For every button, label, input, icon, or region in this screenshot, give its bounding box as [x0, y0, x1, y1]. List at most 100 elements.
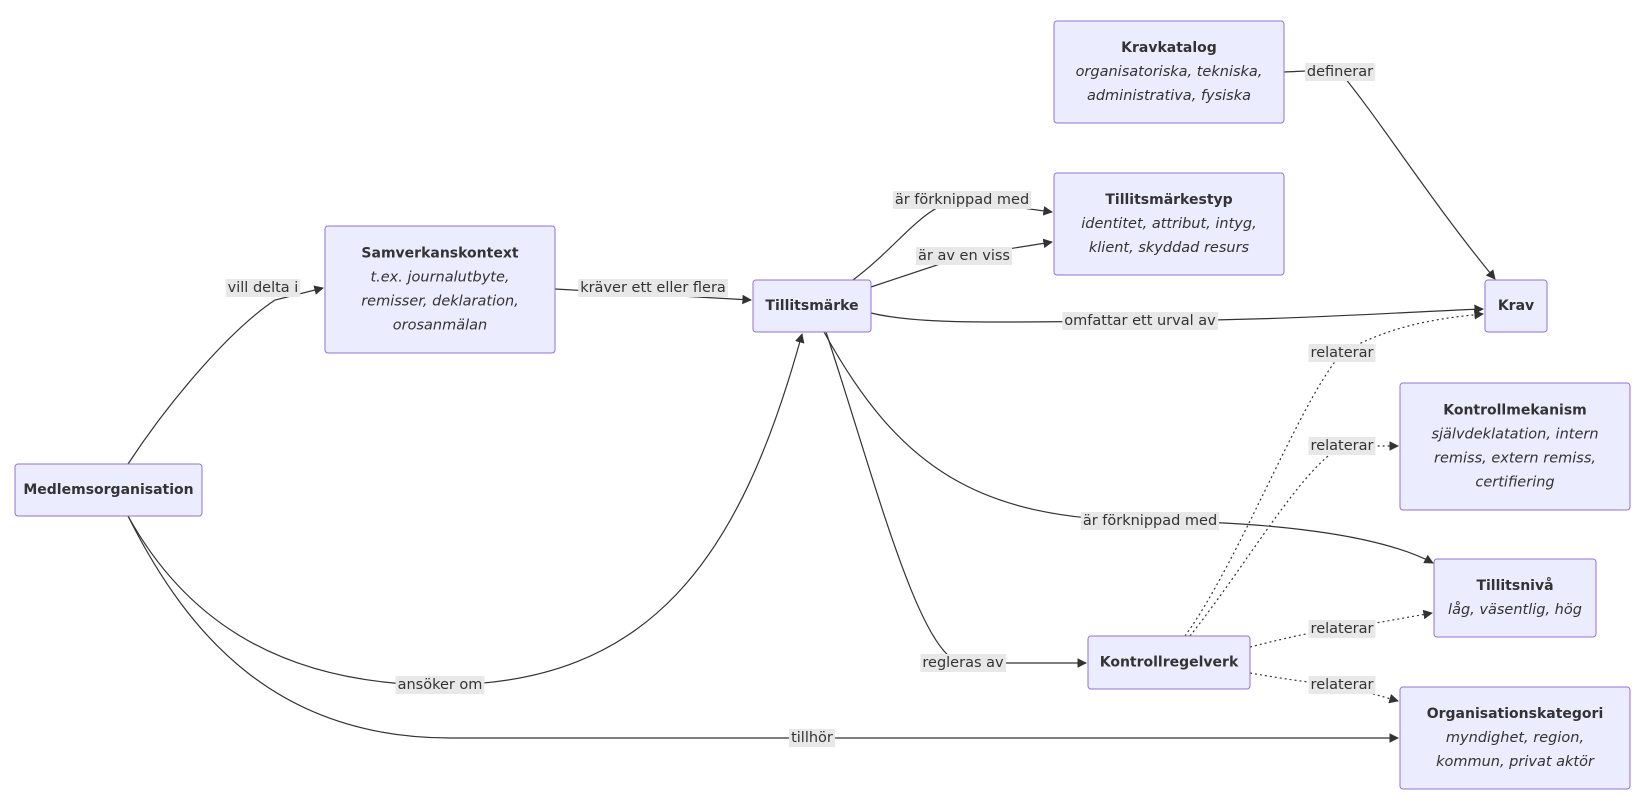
node-kontrollmekanism-subtitle-line: certifiering [1475, 475, 1554, 491]
node-kontrollmekanism-subtitle-line: remiss, extern remiss, [1434, 451, 1596, 467]
e-rel-org-label: relaterar [1308, 676, 1376, 694]
node-orgkategori-subtitle-line: kommun, privat aktör [1436, 754, 1595, 770]
e-rel-krav-label-background [1308, 344, 1376, 362]
node-tillitsniva-subtitle-line: låg, väsentlig, hög [1448, 601, 1582, 618]
e-regleras-label: regleras av [920, 654, 1007, 672]
e-ansoker-line [127, 333, 805, 686]
e-ansoker-label-background [395, 676, 485, 694]
node-kravkatalog: Kravkatalog organisatoriska, tekniska, adm… [1053, 20, 1285, 124]
node-kontrollregelverk: Kontrollregelverk [1087, 635, 1251, 690]
node-kontrollmekanism-subtitle-line: självdeklatation, intern [1431, 427, 1598, 443]
e-av-en-viss-label-text: är av en viss [918, 248, 1010, 264]
e-forknippad-niva-label: är förknippad med [1080, 512, 1220, 530]
node-kravkatalog-title: Kravkatalog [1121, 40, 1217, 56]
e-kraver-label: kräver ett eller flera [578, 279, 728, 297]
node-tillitsmarke-title: Tillitsmärke [765, 298, 858, 314]
node-orgkategori: Organisationskategori myndighet, region, k… [1399, 686, 1631, 790]
e-forknippad-typ-label-background [892, 191, 1032, 209]
e-omfattar-label: omfattar ett urval av [1062, 312, 1219, 330]
e-tillhor-line [127, 515, 1399, 743]
e-forknippad-typ-line [852, 199, 1053, 281]
node-tillitsniva-title: Tillitsnivå [1476, 577, 1553, 594]
node-samverkan: Samverkanskontext t.ex. journalutbyte, rem… [324, 225, 556, 354]
e-rel-org-label-background [1308, 676, 1376, 694]
node-medlem: Medlemsorganisation [14, 463, 203, 517]
e-vill-delta-edge [127, 285, 324, 465]
e-vill-delta-label: vill delta i [225, 279, 301, 297]
node-tillitsmarke-box [752, 279, 872, 333]
node-tillitsmarke: Tillitsmärke [752, 279, 872, 333]
e-definerar-label-text: definerar [1307, 64, 1373, 80]
e-tillhor-label-text: tillhör [791, 730, 833, 746]
e-av-en-viss-label-background [916, 247, 1012, 265]
e-ansoker-label: ansöker om [395, 676, 485, 694]
node-samverkan-title: Samverkanskontext [361, 246, 518, 262]
node-samverkan-subtitle-line: t.ex. journalutbyte, [370, 270, 509, 286]
e-vill-delta-line [127, 285, 324, 465]
e-rel-mekanism-label-text: relaterar [1311, 438, 1374, 454]
e-rel-niva-label-text: relaterar [1311, 621, 1374, 637]
node-krav-box [1484, 279, 1548, 333]
e-regleras-edge [825, 331, 1087, 668]
node-tillitsmarketyp-subtitle-line: identitet, attribut, intyg, [1081, 216, 1256, 232]
node-tillitsmarketyp-box [1053, 172, 1285, 276]
e-ansoker-edge [127, 333, 805, 686]
e-rel-mekanism-label-background [1308, 437, 1376, 455]
e-forknippad-niva-label-background [1080, 512, 1220, 530]
e-definerar-edge [1283, 70, 1496, 280]
node-tillitsniva-box [1433, 558, 1597, 638]
e-rel-krav-edge [1184, 310, 1484, 637]
e-regleras-label-text: regleras av [922, 655, 1004, 671]
node-tillitsniva: Tillitsnivå låg, väsentlig, hög [1433, 558, 1597, 638]
node-orgkategori-subtitle-line: myndighet, region, [1446, 730, 1584, 746]
node-orgkategori-title: Organisationskategori [1427, 706, 1604, 722]
e-definerar-line [1283, 70, 1496, 280]
e-tillhor-label-background [789, 729, 835, 747]
node-medlem-title: Medlemsorganisation [23, 482, 193, 498]
e-tillhor-edge [127, 515, 1399, 743]
e-omfattar-label-background [1062, 312, 1219, 330]
node-kravkatalog-subtitle-line: organisatoriska, tekniska, [1076, 64, 1263, 80]
node-tillitsmarketyp: Tillitsmärkestyp identitet, attribut, int… [1053, 172, 1285, 276]
e-rel-mekanism-label: relaterar [1308, 437, 1376, 455]
node-kravkatalog-subtitle-line: administrativa, fysiska [1087, 88, 1251, 104]
e-regleras-label-background [920, 654, 1007, 672]
node-tillitsmarketyp-subtitle-line: klient, skyddad resurs [1089, 240, 1250, 256]
node-kontrollregelverk-box [1087, 635, 1251, 690]
e-rel-krav-label: relaterar [1308, 344, 1376, 362]
e-rel-krav-label-text: relaterar [1311, 345, 1374, 361]
node-krav: Krav [1484, 279, 1548, 333]
node-kontrollmekanism-title: Kontrollmekanism [1443, 403, 1587, 419]
node-samverkan-box [324, 225, 556, 354]
e-rel-niva-label: relaterar [1308, 620, 1376, 638]
e-tillhor-label: tillhör [789, 729, 835, 747]
e-rel-krav-line [1184, 310, 1484, 637]
e-definerar-label: definerar [1304, 63, 1376, 81]
e-forknippad-typ-label-text: är förknippad med [895, 192, 1029, 208]
e-ansoker-label-text: ansöker om [398, 677, 483, 693]
node-samverkan-subtitle-line: remisser, deklaration, [361, 294, 519, 310]
e-kraver-label-background [578, 279, 728, 297]
node-orgkategori-box [1399, 686, 1631, 790]
e-forknippad-niva-label-text: är förknippad med [1083, 513, 1217, 529]
e-rel-org-label-text: relaterar [1311, 677, 1374, 693]
e-forknippad-typ-edge [852, 199, 1053, 281]
node-samverkan-subtitle-line: orosanmälan [393, 318, 487, 334]
e-forknippad-typ-label: är förknippad med [892, 191, 1032, 209]
e-omfattar-label-text: omfattar ett urval av [1064, 313, 1216, 329]
node-kontrollregelverk-title: Kontrollregelverk [1100, 655, 1239, 671]
e-rel-niva-label-background [1308, 620, 1376, 638]
e-av-en-viss-label: är av en viss [916, 247, 1012, 265]
e-kraver-label-text: kräver ett eller flera [580, 280, 726, 296]
node-tillitsmarketyp-title: Tillitsmärkestyp [1105, 192, 1232, 208]
e-vill-delta-label-background [225, 279, 301, 297]
e-regleras-line [825, 331, 1087, 668]
node-krav-title: Krav [1498, 298, 1534, 314]
node-kontrollmekanism-box [1399, 382, 1631, 511]
node-kravkatalog-box [1053, 20, 1285, 124]
e-definerar-label-background [1304, 63, 1376, 81]
e-vill-delta-label-text: vill delta i [228, 280, 299, 296]
node-kontrollmekanism: Kontrollmekanism självdeklatation, intern… [1399, 382, 1631, 511]
node-medlem-box [14, 463, 203, 517]
